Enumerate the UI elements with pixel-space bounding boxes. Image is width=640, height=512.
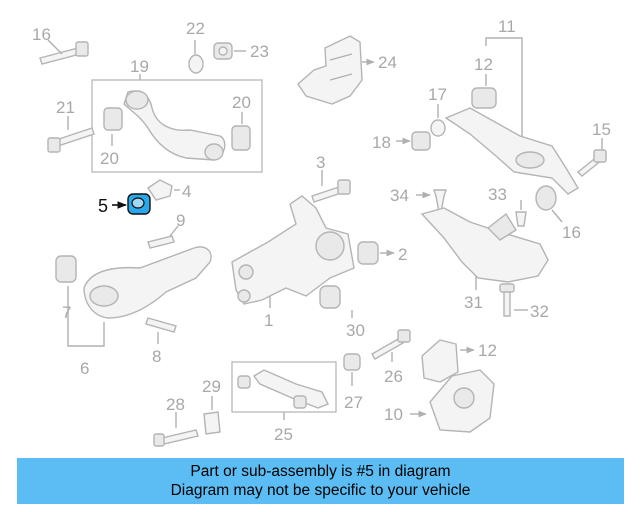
part-1-knuckle [231, 195, 355, 308]
part-24-bracket [297, 35, 375, 105]
label-15: 16 [562, 223, 581, 242]
parts-diagram: 16 22 23 24 19 20 20 21 11 12 [32, 17, 611, 447]
label-30: 30 [346, 321, 365, 340]
label-21: 21 [56, 98, 75, 117]
label-11: 12 [478, 341, 497, 360]
part-26-bolt [371, 329, 411, 362]
label-7: 7 [62, 303, 71, 322]
part-16-bolt [39, 39, 89, 65]
part-19-upper-arm [103, 90, 251, 161]
part-25-link [237, 369, 329, 409]
part-3-bolt [311, 170, 351, 203]
label-28: 28 [166, 395, 185, 414]
part-28-bolt [153, 412, 199, 447]
part-2-bushing [357, 241, 395, 265]
label-1: 1 [264, 311, 273, 330]
label-25: 25 [274, 425, 293, 444]
label-33: 33 [488, 185, 507, 204]
part-8-bolt [145, 317, 177, 344]
leader-6-7 [67, 286, 105, 347]
part-30-bushing [319, 285, 353, 318]
part-15-bushing [535, 185, 563, 223]
label-10: 10 [384, 405, 403, 424]
label-26: 26 [384, 367, 403, 386]
part-22-clip [188, 40, 204, 74]
part-27-nut [343, 353, 361, 386]
part-5-bushing-highlighted [112, 193, 151, 215]
part-9-bolt [147, 225, 179, 249]
label-14: 15 [592, 120, 611, 139]
label-8: 8 [152, 347, 161, 366]
label-5: 5 [98, 196, 108, 216]
label-12: 11 [498, 17, 516, 36]
part-14-bolt [576, 138, 607, 177]
label-18: 18 [372, 133, 391, 152]
part-29-clip [203, 396, 221, 435]
label-19: 19 [130, 57, 149, 76]
label-34: 34 [390, 186, 409, 205]
label-20-b: 20 [232, 93, 251, 112]
label-23: 23 [250, 42, 269, 61]
label-24: 24 [378, 53, 397, 72]
label-2: 2 [398, 245, 407, 264]
label-6: 6 [80, 359, 89, 378]
label-9: 9 [176, 211, 185, 230]
label-13: 12 [474, 55, 493, 74]
label-20-a: 20 [100, 149, 119, 168]
label-31: 31 [464, 293, 483, 312]
label-3: 3 [316, 153, 325, 172]
part-6-spring-link [55, 246, 212, 319]
part-4-plate [147, 179, 180, 201]
label-4: 4 [182, 182, 191, 201]
part-12-lower-arm [444, 87, 579, 195]
banner-line-2: Diagram may not be specific to your vehi… [170, 482, 471, 499]
banner-line-1: Part or sub-assembly is #5 in diagram [190, 463, 451, 480]
part-10-mount [410, 369, 495, 433]
leader-12 [485, 37, 523, 140]
part-17-washer [430, 104, 446, 137]
label-17: 17 [428, 85, 447, 104]
part-21-bolt [47, 116, 95, 153]
label-27: 27 [344, 393, 363, 412]
label-16: 16 [32, 25, 51, 44]
part-32-bolt [499, 283, 528, 317]
box-19 [91, 79, 263, 173]
part-33-bolt [515, 200, 527, 227]
label-32: 32 [530, 302, 549, 321]
part-11-bushing [421, 339, 475, 383]
label-22: 22 [186, 19, 205, 38]
label-29: 29 [202, 377, 221, 396]
info-banner: Part or sub-assembly is #5 in diagram Di… [17, 458, 624, 504]
part-18-nut [396, 131, 431, 151]
part-23-nut [213, 42, 246, 60]
part-31-control-arm [420, 207, 549, 290]
